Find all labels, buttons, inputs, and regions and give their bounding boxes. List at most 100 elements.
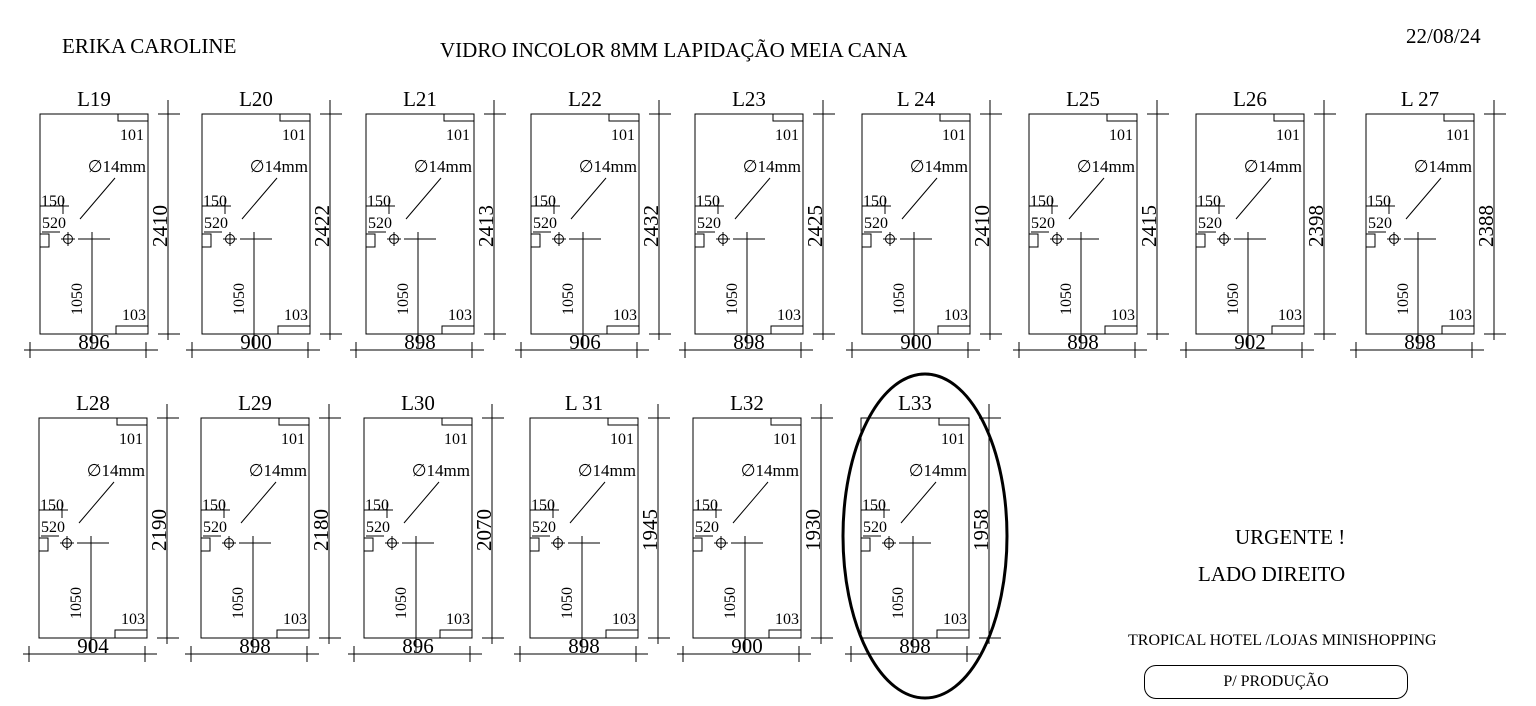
handle-length-label: 1050 — [393, 587, 410, 619]
bottom-notch-label: 103 — [1278, 307, 1302, 324]
height-value: 2413 — [474, 205, 498, 247]
lock-cutout — [200, 537, 211, 552]
top-notch-label: 101 — [281, 431, 305, 448]
hole-leader-line — [901, 177, 938, 220]
handle-length-label: 1050 — [1395, 283, 1412, 315]
bottom-notch — [277, 325, 311, 335]
lock-cutout — [1195, 233, 1206, 248]
bottom-notch — [605, 629, 639, 639]
hole-leader-line — [240, 481, 277, 524]
top-notch — [607, 417, 639, 426]
bottom-notch-label: 103 — [446, 611, 470, 628]
hole-diameter-label: ∅14mm — [1414, 157, 1472, 176]
top-notch — [938, 417, 970, 426]
panel-label: L22 — [568, 87, 602, 111]
handle-length-label: 1050 — [395, 283, 412, 315]
height-value: 1930 — [801, 509, 825, 551]
top-notch — [1273, 113, 1305, 122]
top-notch-label: 101 — [775, 127, 799, 144]
width-value: 906 — [569, 330, 601, 354]
height-value: 2190 — [147, 509, 171, 551]
panel-label: L26 — [1233, 87, 1267, 111]
top-notch — [441, 417, 473, 426]
top-notch-label: 101 — [773, 431, 797, 448]
height-value: 2388 — [1474, 205, 1498, 247]
hole-diameter-label: ∅14mm — [249, 461, 307, 480]
height-value: 2410 — [970, 205, 994, 247]
bottom-notch-label: 103 — [777, 307, 801, 324]
panel-label: L33 — [898, 391, 932, 415]
width-value: 904 — [77, 634, 109, 658]
offset-x-label: 150 — [863, 193, 887, 210]
panel-outline — [530, 113, 640, 335]
height-value: 1945 — [638, 509, 662, 551]
handle-length-label: 1050 — [559, 587, 576, 619]
panel-outline — [1365, 113, 1475, 335]
panel-outline — [39, 113, 149, 335]
hole-diameter-label: ∅14mm — [1244, 157, 1302, 176]
panel-label: L 31 — [565, 391, 603, 415]
hole-diameter-label: ∅14mm — [1077, 157, 1135, 176]
offset-x-label: 150 — [1030, 193, 1054, 210]
panel-label: L30 — [401, 391, 435, 415]
lock-cutout — [529, 537, 540, 552]
top-notch — [1443, 113, 1475, 122]
handle-length-label: 1050 — [560, 283, 577, 315]
top-notch-label: 101 — [1109, 127, 1133, 144]
offset-y-label: 520 — [533, 215, 557, 232]
top-notch-label: 101 — [1446, 127, 1470, 144]
hole-leader-line — [403, 481, 440, 524]
bottom-notch-label: 103 — [613, 307, 637, 324]
lock-cutout — [39, 233, 50, 248]
offset-x-label: 150 — [694, 497, 718, 514]
panel-label: L32 — [730, 391, 764, 415]
offset-x-label: 150 — [1197, 193, 1221, 210]
offset-x-label: 150 — [696, 193, 720, 210]
width-value: 898 — [733, 330, 765, 354]
side-note: LADO DIREITO — [1198, 562, 1346, 586]
date: 22/08/24 — [1406, 24, 1481, 48]
offset-y-label: 520 — [366, 519, 390, 536]
production-stamp: P/ PRODUÇÃO — [1144, 665, 1408, 699]
offset-y-label: 520 — [1198, 215, 1222, 232]
panel-label: L23 — [732, 87, 766, 111]
height-value: 2415 — [1137, 205, 1161, 247]
offset-x-label: 150 — [532, 193, 556, 210]
offset-y-label: 520 — [864, 215, 888, 232]
bottom-notch — [439, 629, 473, 639]
height-value: 2422 — [310, 205, 334, 247]
panel-outline — [365, 113, 475, 335]
handle-length-label: 1050 — [1058, 283, 1075, 315]
width-value: 898 — [899, 634, 931, 658]
top-notch — [279, 113, 311, 122]
panel-label: L21 — [403, 87, 437, 111]
handle-length-label: 1050 — [722, 587, 739, 619]
bottom-notch-label: 103 — [944, 307, 968, 324]
lock-cutout — [363, 537, 374, 552]
width-value: 900 — [900, 330, 932, 354]
bottom-notch — [1104, 325, 1138, 335]
customer-name: ERIKA CAROLINE — [62, 34, 237, 58]
top-notch-label: 101 — [610, 431, 634, 448]
panel-outline — [861, 113, 971, 335]
offset-y-label: 520 — [697, 215, 721, 232]
offset-y-label: 520 — [695, 519, 719, 536]
panel-label: L 27 — [1401, 87, 1439, 111]
top-notch — [443, 113, 475, 122]
panel-outline — [860, 417, 970, 639]
offset-x-label: 150 — [862, 497, 886, 514]
hole-leader-line — [405, 177, 442, 220]
offset-y-label: 520 — [368, 215, 392, 232]
offset-y-label: 520 — [42, 215, 66, 232]
hole-diameter-label: ∅14mm — [87, 461, 145, 480]
